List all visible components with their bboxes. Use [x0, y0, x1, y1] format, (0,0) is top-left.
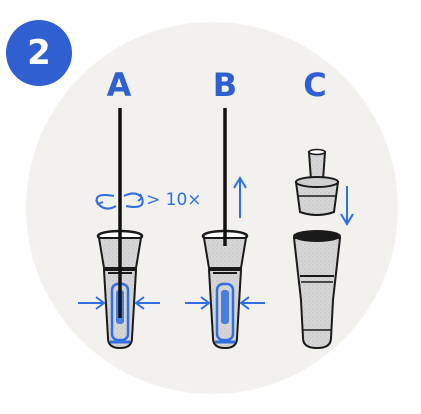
squeeze-arrow-icon	[78, 296, 160, 310]
panel-c-tube	[292, 230, 342, 350]
panel-label-c: C	[303, 66, 327, 104]
panel-label-b: B	[212, 66, 238, 104]
panel-c-cap	[294, 148, 340, 216]
down-arrow-icon	[340, 186, 354, 226]
panel-b-tube	[201, 108, 249, 350]
squeeze-arrow-icon	[185, 296, 265, 310]
twist-count-label: > 10×	[146, 190, 202, 210]
panel-a-tube	[96, 108, 144, 350]
twist-arrow-icon	[95, 192, 144, 210]
up-arrow-icon	[233, 176, 247, 218]
step-number-badge: 2	[6, 20, 72, 86]
panel-label-a: A	[106, 66, 132, 104]
